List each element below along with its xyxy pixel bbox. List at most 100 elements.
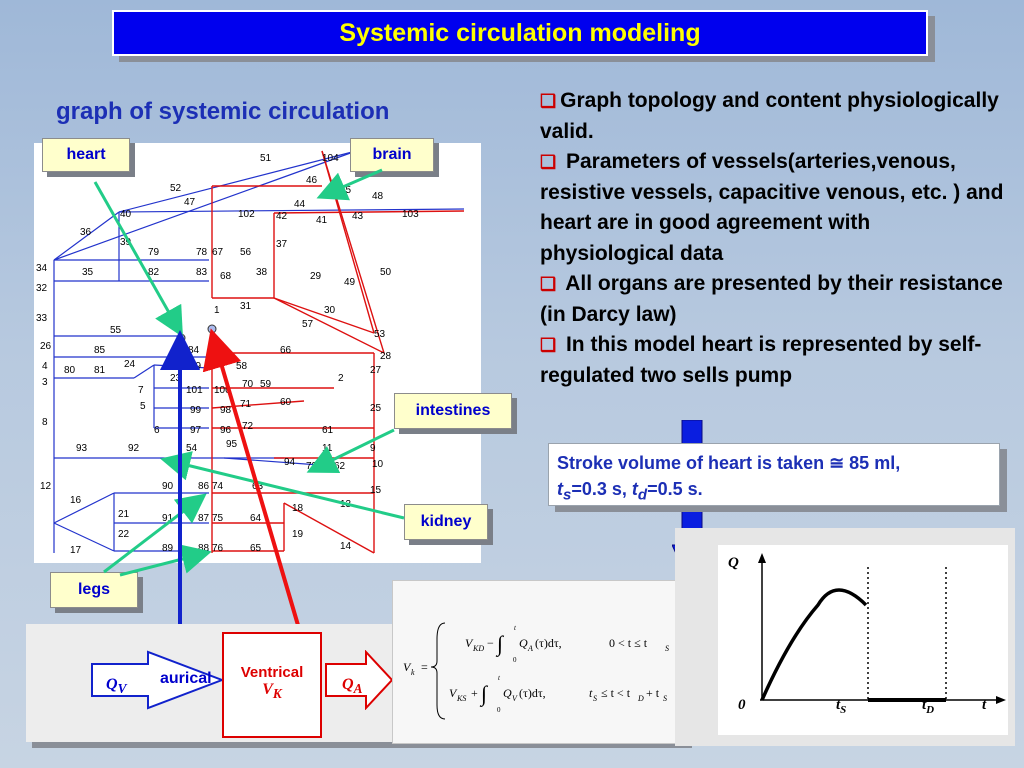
bullet-item: ❑ Parameters of vessels(arteries,venous,… [540, 150, 1004, 265]
tag-kidney: kidney [404, 504, 488, 540]
qv-arrow-icon [91, 650, 225, 710]
graph-node-label: 4 [42, 361, 48, 372]
svg-text:Q: Q [519, 636, 528, 650]
graph-node-label: 16 [70, 495, 82, 506]
graph-node-label: 98 [220, 405, 232, 416]
graph-node-label: 93 [76, 443, 88, 454]
graph-node-label: 39 [120, 237, 132, 248]
tag-legs: legs [50, 572, 138, 608]
graph-node-label: 64 [250, 513, 262, 524]
graph-node-label: 104 [322, 153, 339, 164]
graph-node-label: 70 [242, 379, 254, 390]
y-axis-arrow-icon [758, 553, 766, 563]
ventrical-box: Ventrical VK [222, 632, 322, 738]
graph-node-label: 38 [256, 267, 268, 278]
legs-pointer-upper [103, 493, 207, 574]
svg-text:D: D [637, 694, 644, 703]
intestines-pointer [306, 428, 395, 473]
graph-node-label: 55 [110, 325, 122, 336]
graph-node-label: 49 [344, 277, 356, 288]
timing-text: ts=0.3 s, td=0.5 s. [557, 479, 703, 504]
tag-intestines: intestines [394, 393, 512, 429]
bullet-item: ❑Graph topology and content physiologica… [540, 89, 999, 143]
graph-node-label: 7 [138, 385, 144, 396]
graph-node-label: 47 [184, 197, 196, 208]
ts-label: tS [836, 697, 847, 716]
svg-text:KS: KS [456, 694, 466, 703]
svg-text:A: A [527, 644, 533, 653]
svg-text:t: t [514, 624, 517, 632]
graph-node-label: 51 [260, 153, 272, 164]
graph-node-label: 48 [372, 191, 384, 202]
graph-node-label: 3 [42, 377, 48, 388]
graph-node-label: 57 [302, 319, 314, 330]
graph-node-label: 103 [402, 209, 419, 220]
graph-node-label: 99 [190, 405, 202, 416]
q-plot: Q 0 t tS tD [718, 545, 1008, 735]
svg-text:S: S [593, 694, 597, 703]
graph-node-label: 60 [280, 397, 292, 408]
graph-node-label: 76 [212, 543, 224, 554]
bullet-marker-icon: ❑ [540, 91, 557, 111]
graph-node-label: 94 [284, 457, 296, 468]
graph-node-label: 56 [240, 247, 252, 258]
graph-node-label: 31 [240, 301, 252, 312]
graph-node-label: 67 [212, 247, 224, 258]
graph-node-label: 50 [380, 267, 392, 278]
graph-node-label: 95 [226, 439, 238, 450]
graph-node-label: 18 [292, 503, 304, 514]
aurical-label: aurical [160, 670, 212, 687]
vk-label: VK [262, 681, 282, 702]
svg-text:V: V [465, 636, 474, 650]
graph-node-label: 46 [306, 175, 318, 186]
graph-node-label: 92 [128, 443, 140, 454]
svg-text:(τ)dτ,: (τ)dτ, [519, 686, 546, 700]
graph-section-label: graph of systemic circulation [56, 98, 390, 125]
graph-node-label: 9 [370, 443, 376, 454]
graph-node-label: 102 [238, 209, 255, 220]
tag-brain: brain [350, 138, 434, 172]
graph-node-label: 34 [36, 263, 48, 274]
svg-text:∫: ∫ [495, 631, 505, 657]
qa-arrow-icon [325, 650, 394, 710]
graph-node-label: 78 [196, 247, 208, 258]
graph-node-label: 23 [170, 373, 182, 384]
graph-node-label: 14 [340, 541, 352, 552]
graph-node-label: 44 [294, 199, 306, 210]
q-plot-canvas [758, 553, 1006, 704]
graph-node-label: 52 [170, 183, 182, 194]
graph-node-label: 2 [338, 373, 344, 384]
svg-text:Q: Q [503, 686, 512, 700]
graph-node-label: 72 [242, 421, 254, 432]
stroke-volume-text: Stroke volume of heart is taken ≅ 85 ml, [557, 453, 901, 473]
graph-node-label: 1 [214, 305, 220, 316]
graph-node-label: 80 [64, 365, 76, 376]
svg-text:(τ)dτ,: (τ)dτ, [535, 636, 562, 650]
svg-text:0 < t ≤ t: 0 < t ≤ t [609, 636, 648, 650]
graph-node-label: 68 [220, 271, 232, 282]
graph-node-label: 74 [212, 481, 224, 492]
graph-node-label: 59 [260, 379, 272, 390]
ventrical-to-aorta-line [202, 328, 302, 633]
svg-text:S: S [665, 644, 669, 653]
svg-text:t: t [498, 674, 501, 682]
bullet-item: ❑ All organs are presented by their resi… [540, 272, 1003, 326]
graph-node-label: 24 [124, 359, 136, 370]
svg-text:∫: ∫ [479, 681, 489, 707]
graph-node-label: 15 [370, 485, 382, 496]
graph-node-label: 32 [36, 283, 48, 294]
graph-node-label: 43 [352, 211, 364, 222]
brain-pointer [316, 168, 383, 201]
bullet-list: ❑Graph topology and content physiologica… [540, 86, 1010, 391]
graph-node-label: 35 [82, 267, 94, 278]
graph-node-label: 27 [370, 365, 382, 376]
graph-node-label: 21 [118, 509, 130, 520]
graph-node-label: 79 [148, 247, 160, 258]
graph-node-label: 54 [186, 443, 198, 454]
graph-node-label: 5 [140, 401, 146, 412]
graph-node-label: 41 [316, 215, 328, 226]
kidney-pointer [160, 451, 405, 520]
